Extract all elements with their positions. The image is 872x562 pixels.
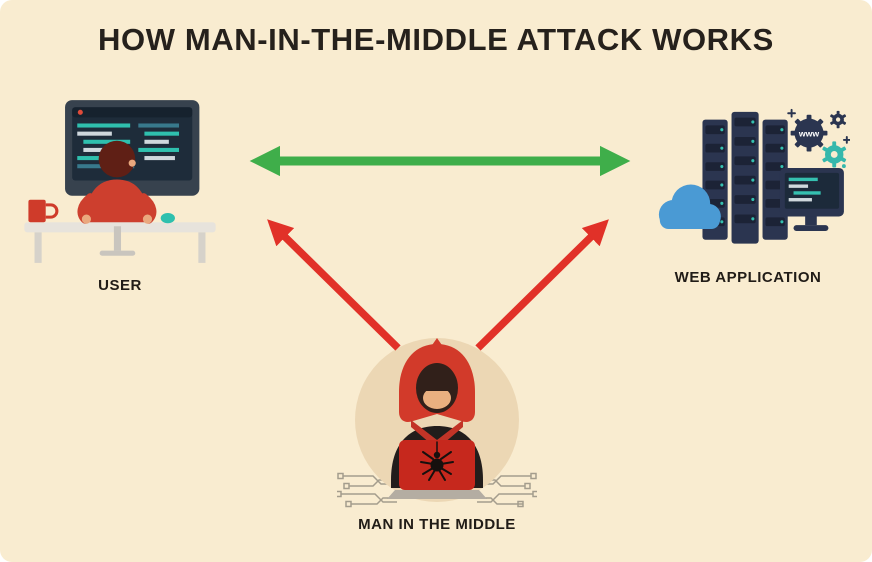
hacker-illustration [337, 338, 537, 508]
user-label: USER [98, 277, 142, 294]
user-node: USER [18, 96, 222, 294]
web-application-label: WEB APPLICATION [674, 269, 822, 286]
diagram-title: HOW MAN-IN-THE-MIDDLE ATTACK WORKS [98, 22, 774, 57]
teal-gear-icon [822, 141, 847, 168]
small-gear-icon [830, 110, 847, 129]
hacker-figure [387, 338, 487, 499]
web-application-illustration: www [658, 108, 850, 244]
cloud-icon [658, 184, 721, 230]
mouse-icon [160, 213, 175, 224]
laptop [387, 440, 487, 499]
chair [99, 226, 136, 256]
user-person [77, 140, 157, 224]
dot-icon [841, 164, 846, 168]
webapp-monitor [779, 168, 844, 231]
server-slots [705, 117, 785, 227]
spider-icon [420, 441, 454, 481]
user-illustration [24, 100, 216, 263]
mug-icon [28, 199, 59, 223]
code-lines [788, 177, 821, 202]
web-application-node: www [646, 106, 850, 286]
plus-icon [787, 108, 850, 144]
www-gear-icon: www [790, 114, 828, 152]
man-in-the-middle-node: MAN IN THE MIDDLE [337, 328, 537, 533]
man-in-the-middle-label: MAN IN THE MIDDLE [358, 516, 516, 533]
www-gear-label: www [798, 129, 820, 139]
